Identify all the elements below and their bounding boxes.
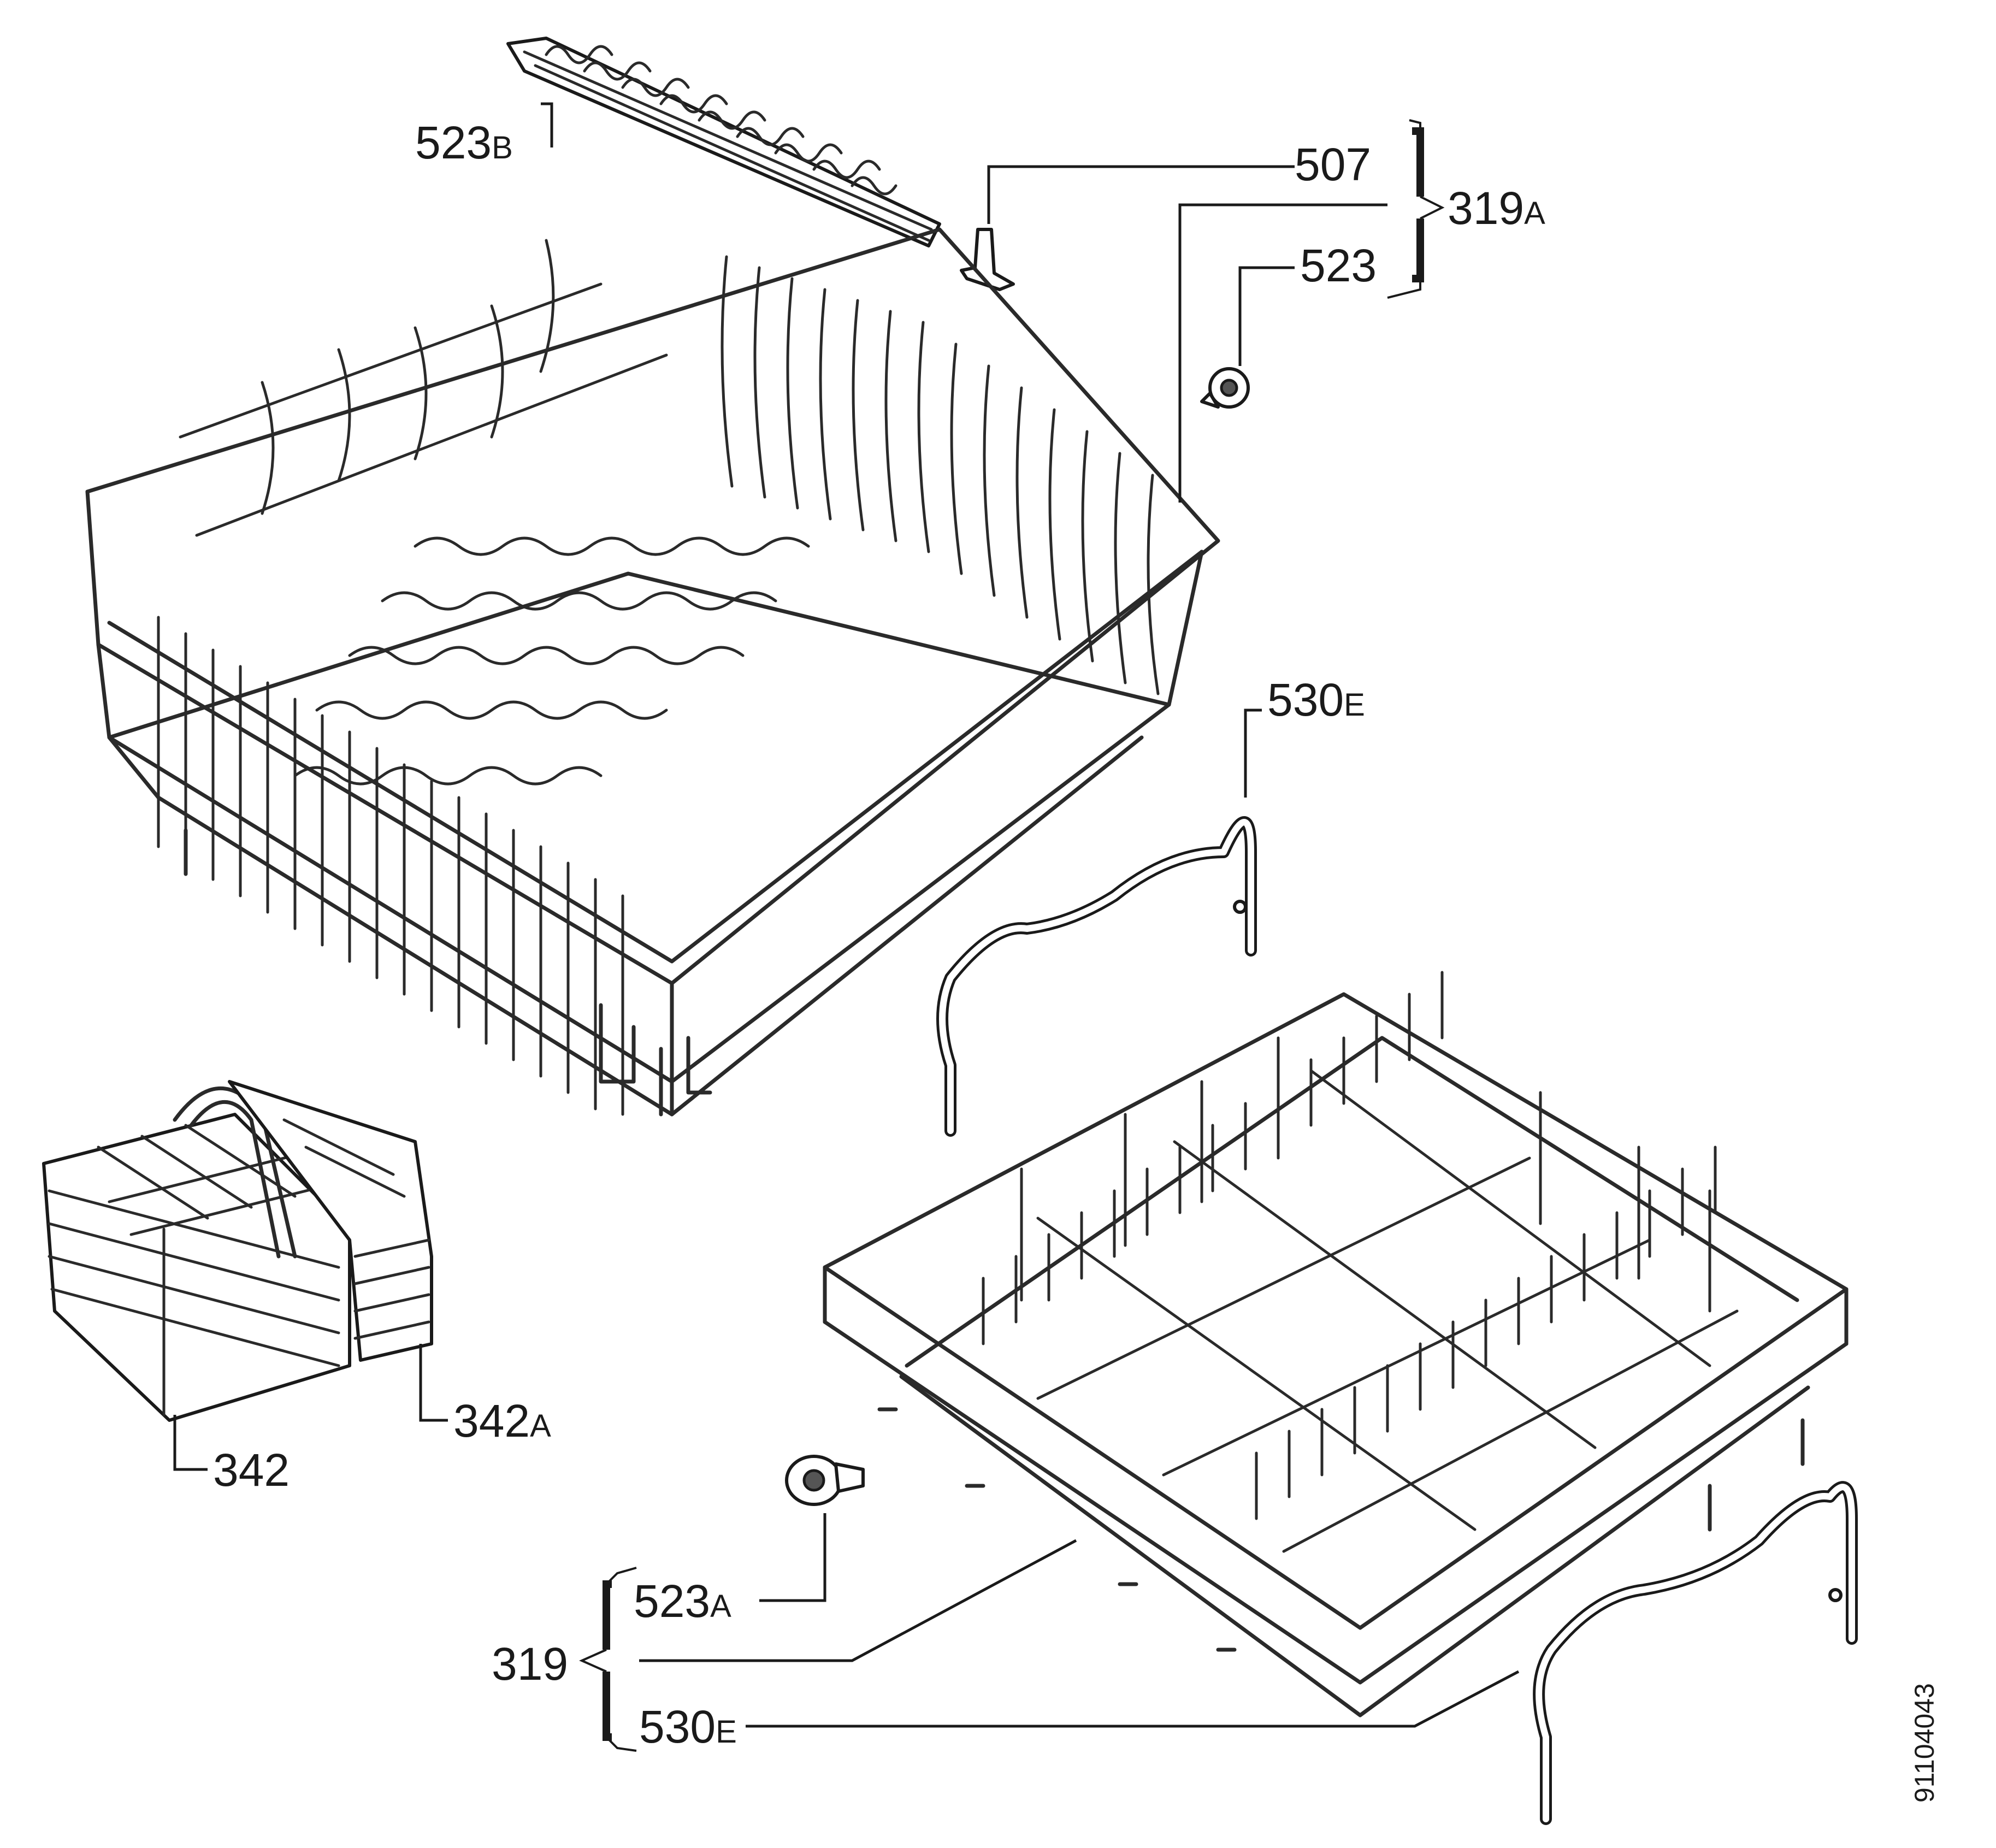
upper-basket bbox=[85, 227, 1220, 1117]
drawing-code: 91104043 bbox=[1909, 1683, 1940, 1803]
label-523B: 523B bbox=[415, 117, 513, 168]
brace-319A bbox=[1387, 119, 1445, 299]
wheel-523A bbox=[785, 1455, 865, 1506]
label-342A: 342A bbox=[453, 1395, 551, 1446]
clip-507 bbox=[960, 228, 1015, 291]
label-523A: 523A bbox=[634, 1575, 731, 1627]
brace-319 bbox=[579, 1567, 637, 1752]
label-507: 507 bbox=[1295, 139, 1371, 190]
lower-basket bbox=[823, 971, 1849, 1717]
label-319A: 319A bbox=[1448, 182, 1545, 234]
label-319: 319 bbox=[492, 1638, 568, 1690]
cutlery-basket-342 bbox=[42, 1087, 351, 1422]
label-530E-upper: 530E bbox=[1267, 674, 1365, 725]
label-342: 342 bbox=[213, 1444, 290, 1496]
rail-530E-lower bbox=[1533, 1481, 1858, 1825]
label-523: 523 bbox=[1300, 240, 1377, 291]
leader-lines bbox=[173, 102, 1520, 1728]
rail-530E-upper bbox=[936, 816, 1257, 1137]
wheel-523 bbox=[1200, 367, 1250, 409]
label-530E-lower: 530E bbox=[639, 1701, 737, 1752]
cutlery-basket-342A bbox=[228, 1080, 433, 1362]
cup-shelf-523B bbox=[506, 37, 941, 247]
